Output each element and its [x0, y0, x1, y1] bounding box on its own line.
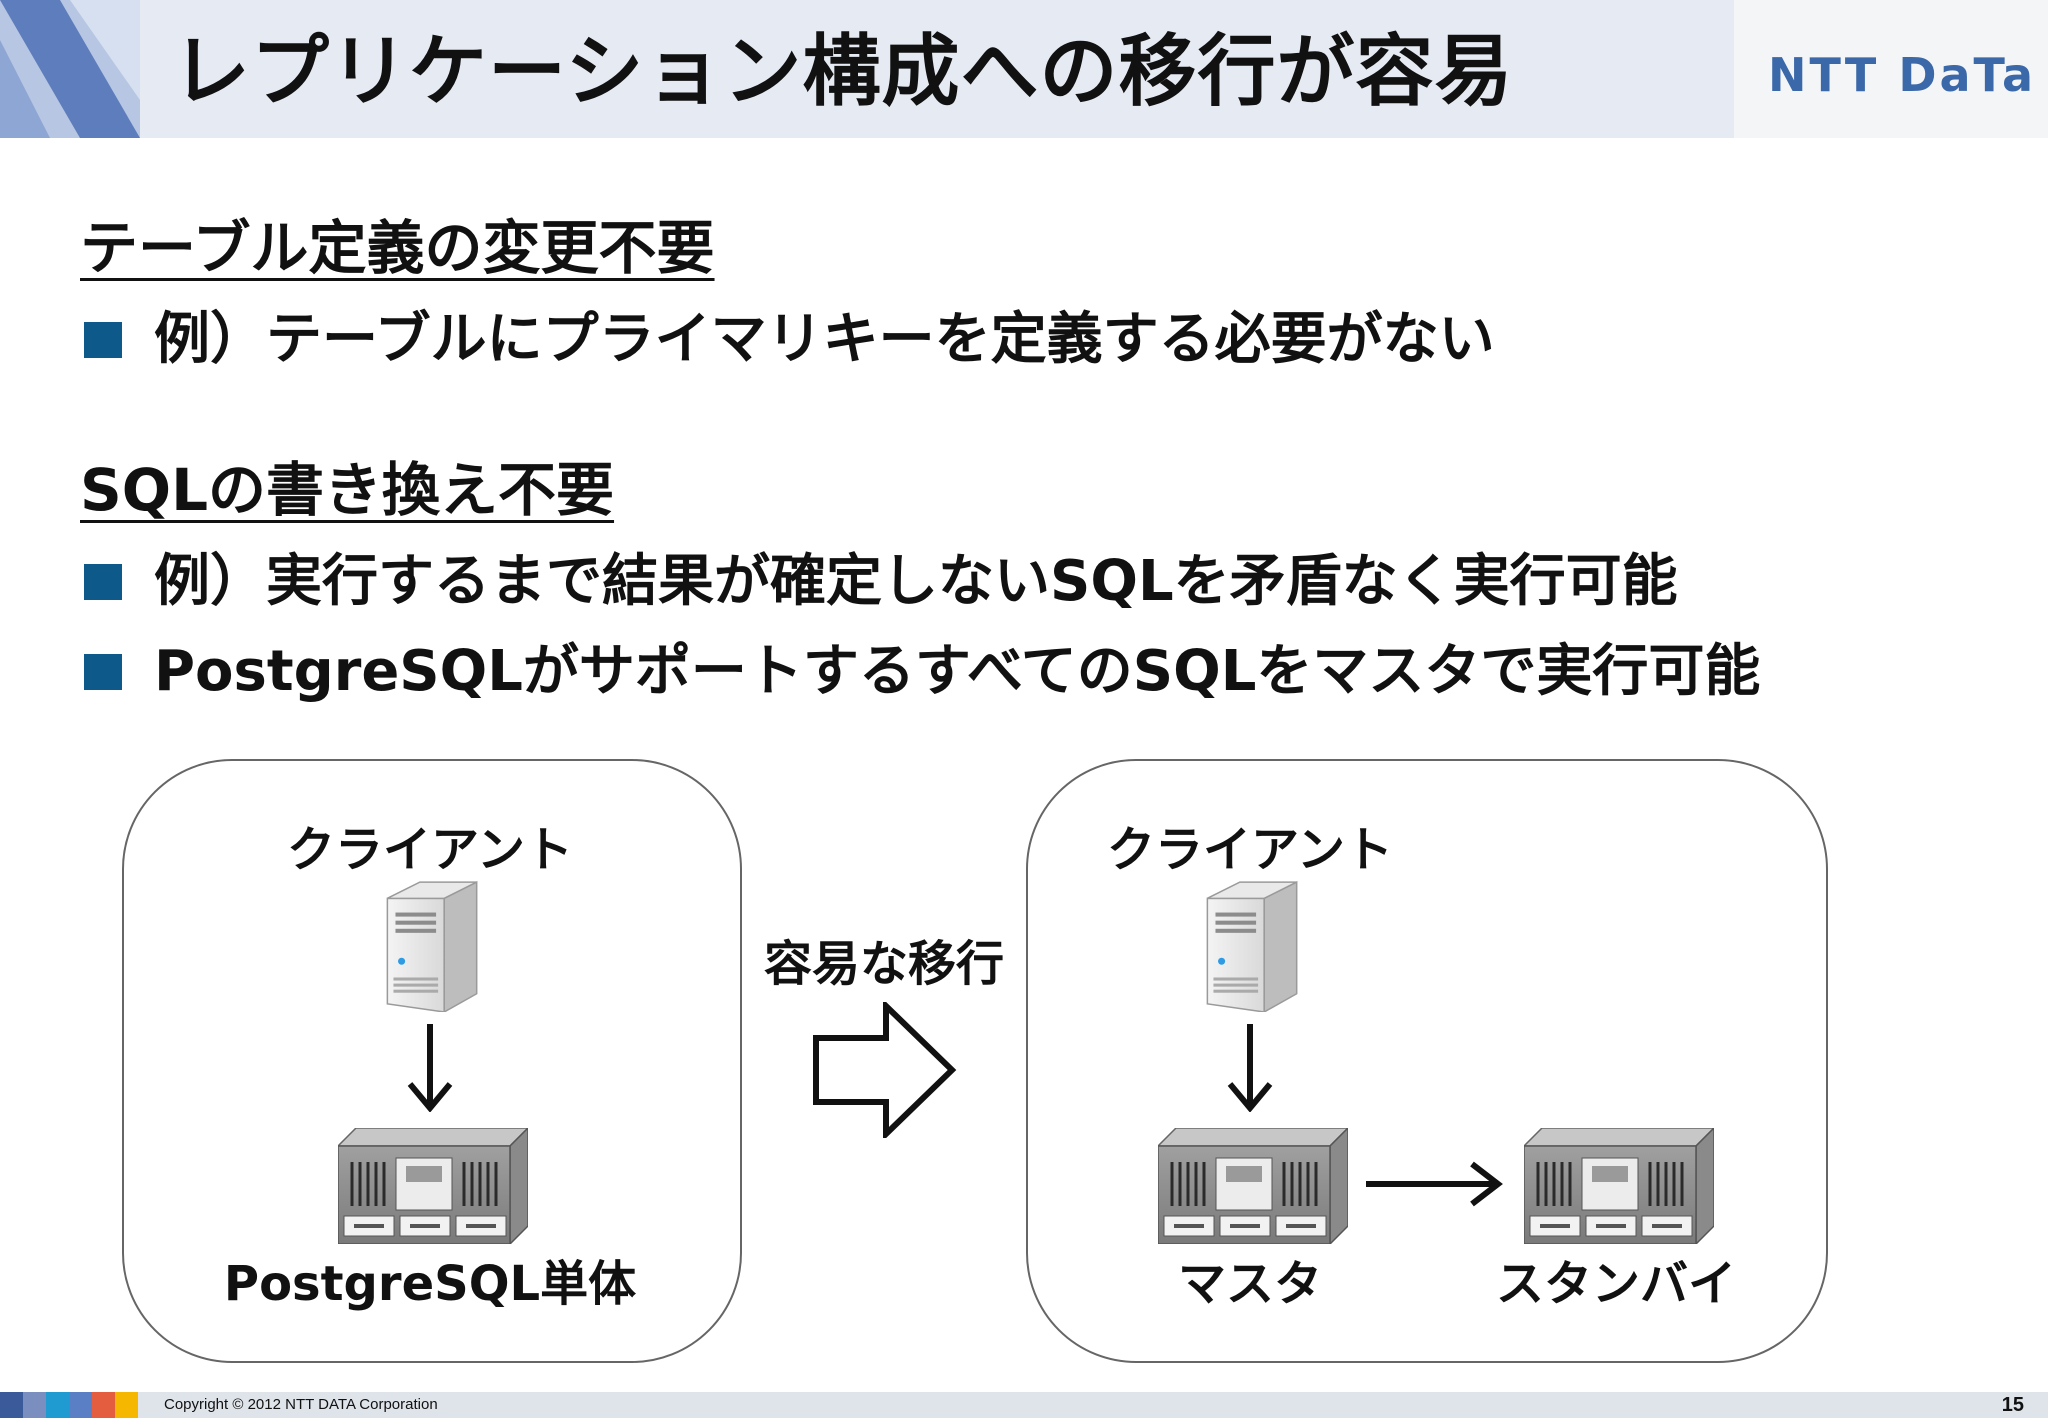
client-server-icon — [1198, 876, 1302, 1012]
master-server-icon — [1158, 1128, 1348, 1244]
outline-arrow-icon — [813, 1002, 957, 1138]
client-server-icon — [378, 876, 482, 1012]
section-heading-table-definition: テーブル定義の変更不要 — [80, 214, 715, 282]
master-label: マスタ — [1177, 1256, 1323, 1312]
footer-color-bars — [0, 1392, 138, 1418]
bullet-text: 例）テーブルにプライマリキーを定義する必要がない — [154, 307, 1495, 372]
database-server-icon — [338, 1128, 528, 1244]
standby-server-icon — [1524, 1128, 1714, 1244]
color-bar — [115, 1392, 138, 1418]
bullet-item: 例）実行するまで結果が確定しないSQLを矛盾なく実行可能 — [84, 542, 1678, 622]
corner-decoration-icon — [0, 0, 140, 138]
color-bar — [92, 1392, 115, 1418]
postgresql-single-label: PostgreSQL単体 — [223, 1256, 637, 1312]
page-title: レプリケーション構成への移行が容易 — [172, 27, 1514, 117]
slide-footer: Copyright © 2012 NTT DATA Corporation 15 — [0, 1392, 2048, 1418]
bullet-text: 例）実行するまで結果が確定しないSQLを矛盾なく実行可能 — [154, 549, 1678, 614]
slide-header: レプリケーション構成への移行が容易 NTT DaTa — [0, 0, 2048, 138]
migration-label: 容易な移行 — [763, 936, 1005, 992]
bullet-item: PostgreSQLがサポートするすべてのSQLをマスタで実行可能 — [84, 632, 1760, 712]
square-bullet-icon — [84, 564, 122, 600]
color-bar — [0, 1392, 23, 1418]
down-arrow-icon — [1227, 1024, 1273, 1112]
bullet-text: PostgreSQLがサポートするすべてのSQLをマスタで実行可能 — [154, 639, 1761, 704]
down-arrow-icon — [407, 1024, 453, 1112]
right-arrow-icon — [1366, 1161, 1503, 1207]
replication-panel — [1026, 759, 1828, 1363]
page-number: 15 — [2001, 1394, 2024, 1416]
square-bullet-icon — [84, 654, 122, 690]
logo-band — [1734, 0, 2048, 138]
client-label: クライアント — [1106, 822, 1394, 878]
bullet-item: 例）テーブルにプライマリキーを定義する必要がない — [84, 300, 1495, 380]
standby-label: スタンバイ — [1495, 1256, 1737, 1312]
copyright-text: Copyright © 2012 NTT DATA Corporation — [164, 1396, 438, 1413]
company-logo: NTT DaTa — [1768, 48, 2037, 102]
color-bar — [46, 1392, 69, 1418]
header-band — [140, 0, 1734, 138]
color-bar — [69, 1392, 92, 1418]
square-bullet-icon — [84, 322, 122, 358]
client-label: クライアント — [286, 822, 574, 878]
color-bar — [23, 1392, 46, 1418]
section-heading-sql-rewrite: SQLの書き換え不要 — [80, 456, 615, 524]
